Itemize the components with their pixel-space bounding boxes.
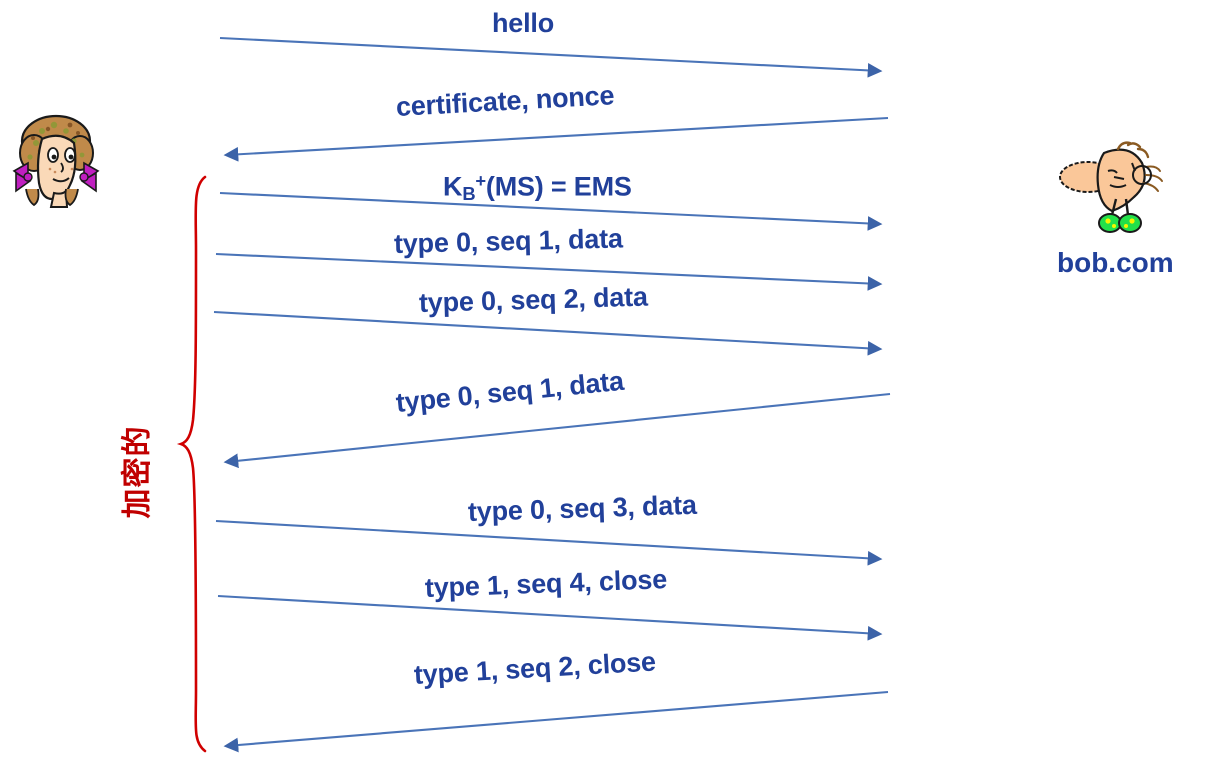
arrow-type0-seq2-out <box>213 310 883 356</box>
arrow-certificate-nonce <box>223 116 889 162</box>
alice-avatar <box>8 105 104 215</box>
encrypted-bracket-label: 加密的 <box>120 425 155 519</box>
arrow-hello <box>219 36 883 78</box>
label-hello: hello <box>492 8 555 38</box>
label-ems-key: K <box>443 171 463 202</box>
encrypted-brace <box>176 175 207 753</box>
green-shoes-icon <box>1098 213 1142 233</box>
arrow-type0-seq3-out <box>215 519 883 566</box>
label-ems-rest: (MS) = EMS <box>485 171 632 202</box>
label-type0-seq1-out: type 0, seq 1, data <box>393 223 624 259</box>
arrow-ems <box>219 191 883 231</box>
hair-bow-right-icon <box>79 161 100 193</box>
arrow-type1-seq2-close-in <box>223 690 889 753</box>
bob-figure-icon <box>1059 141 1163 233</box>
arrow-type1-seq4-close-out <box>217 594 883 641</box>
bob-avatar <box>1058 133 1178 243</box>
arrow-type0-seq1-out <box>215 252 883 291</box>
arrow-type0-seq1-in <box>223 392 891 469</box>
server-name-label: bob.com <box>1057 247 1174 278</box>
alice-face-icon <box>12 114 100 208</box>
label-ems-superscript: + <box>475 170 486 191</box>
label-ems: KB+(MS) = EMS <box>443 170 632 205</box>
label-ems-subscript: B <box>462 182 476 204</box>
hair-bow-left-icon <box>12 161 33 193</box>
label-type0-seq2-out: type 0, seq 2, data <box>418 281 649 318</box>
